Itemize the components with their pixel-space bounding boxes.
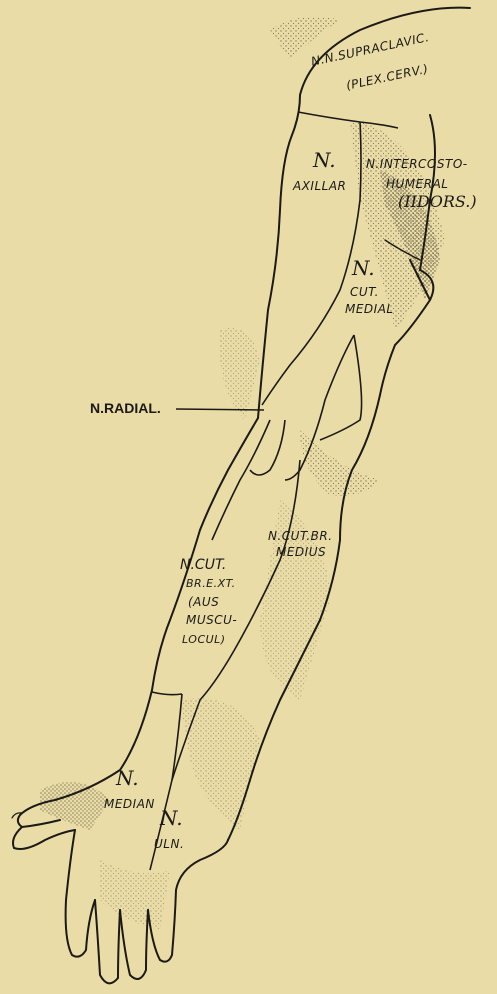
label-median: MEDIAN — [104, 798, 155, 811]
label-intercosto-1: N.INTERCOSTO- — [366, 158, 468, 171]
label-cut-br-medius-1: N.CUT.BR. — [268, 530, 333, 543]
label-cut-medial-1: CUT. — [350, 286, 379, 299]
label-axillar: AXILLAR — [293, 180, 346, 193]
label-cut-br-ext-5: LOCUL) — [182, 634, 226, 646]
label-median-n: N. — [116, 768, 139, 789]
label-axillar-n: N. — [313, 150, 336, 171]
label-cut-medial-n: N. — [352, 258, 375, 279]
label-cut-br-ext-1: N.CUT. — [180, 558, 226, 573]
label-intercosto-2: HUMERAL — [386, 178, 448, 191]
shading — [40, 17, 445, 930]
label-intercosto-3: (IIDORS.) — [398, 194, 477, 211]
label-uln-n: N. — [160, 808, 183, 829]
label-radial: N.RADIAL. — [90, 400, 161, 416]
label-cut-medial-2: MEDIAL — [345, 303, 394, 316]
label-cut-br-ext-4: MUSCU- — [186, 614, 237, 627]
label-uln: ULN. — [154, 838, 184, 851]
label-cut-br-ext-3: (AUS — [188, 596, 219, 609]
label-cut-br-medius-2: MEDIUS — [276, 546, 326, 559]
label-cut-br-ext-2: BR.E.XT. — [186, 578, 236, 590]
